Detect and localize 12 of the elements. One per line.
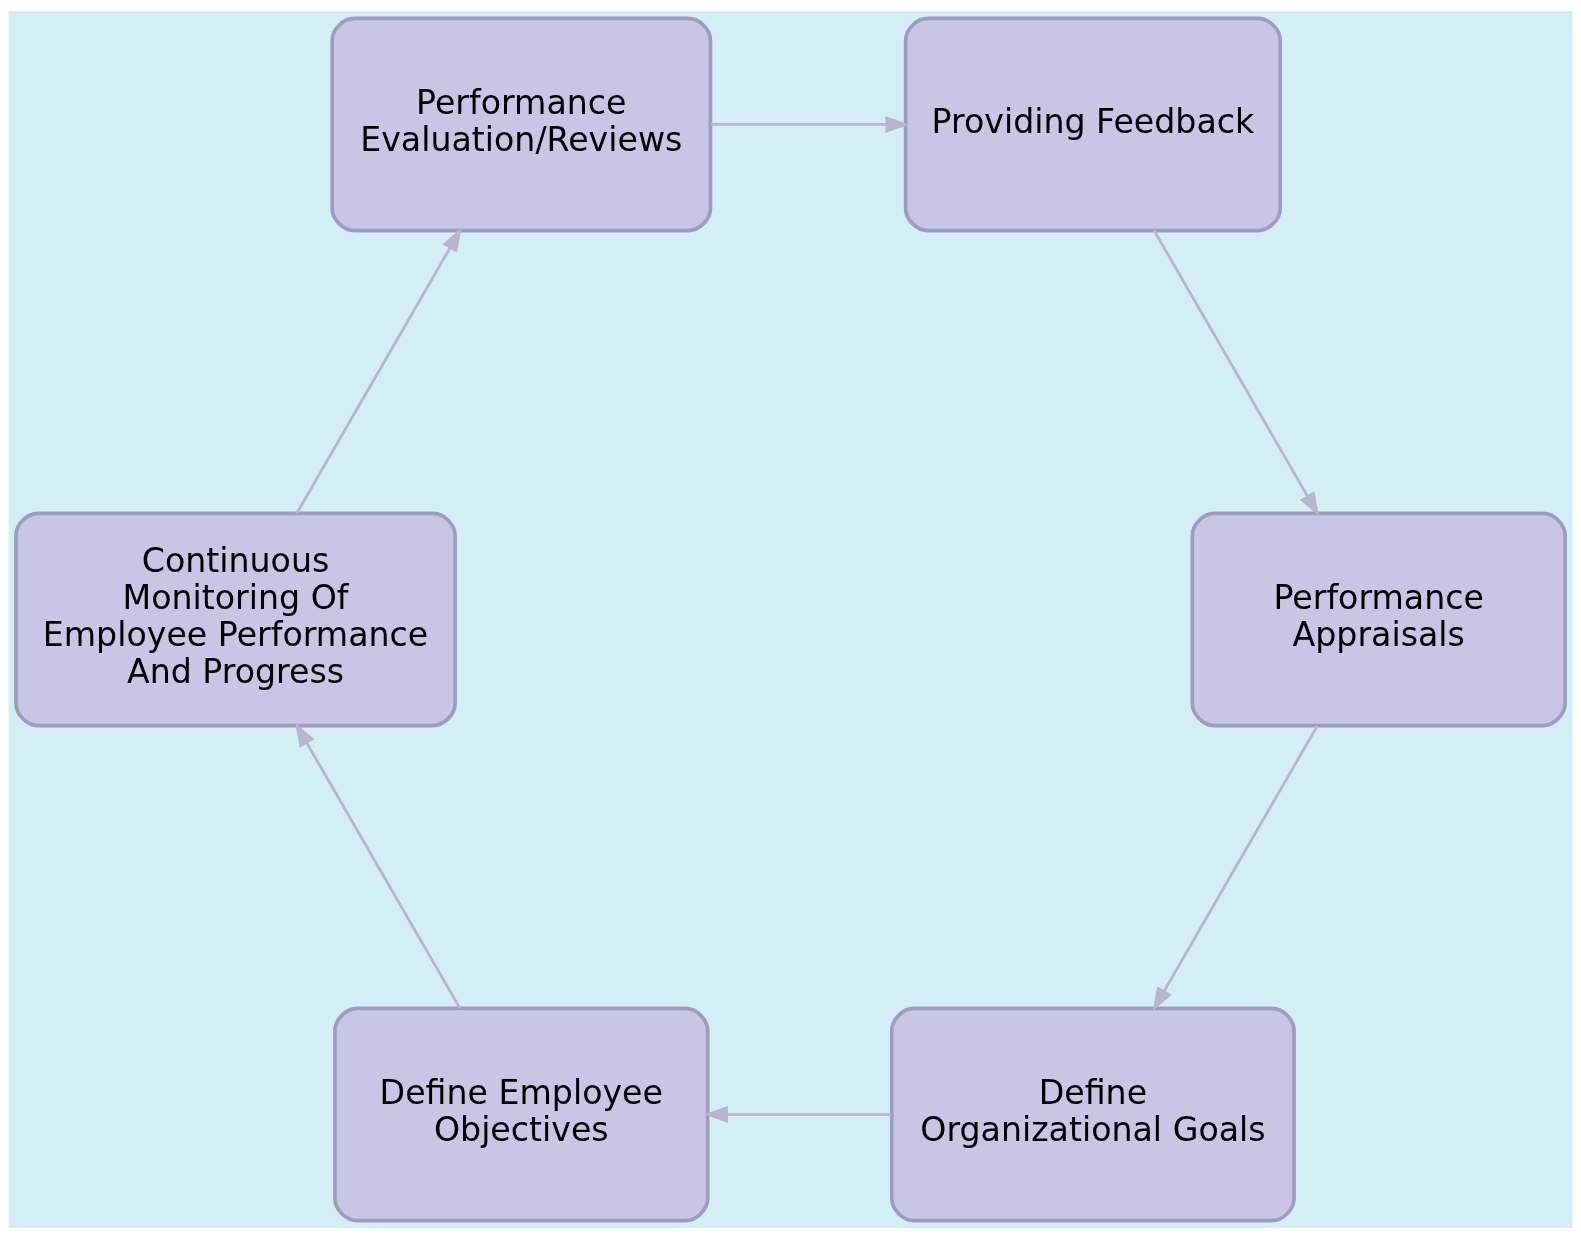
node-box: Performance Appraisals [1190,511,1567,728]
arrow [1153,229,1320,517]
node-box: Define Employee Objectives [333,1006,710,1223]
arrow [295,227,462,514]
arrow [295,722,462,1010]
arrow [703,1106,892,1123]
node-box: Providing Feedback [903,16,1283,233]
node-box: Performance Evaluation/Reviews [330,16,713,233]
arrow [710,116,910,133]
node-box: Define Organizational Goals [889,1006,1296,1223]
node-box: Continuous Monitoring Of Employee Performance And Progress [14,511,457,728]
arrow [1152,725,1319,1012]
